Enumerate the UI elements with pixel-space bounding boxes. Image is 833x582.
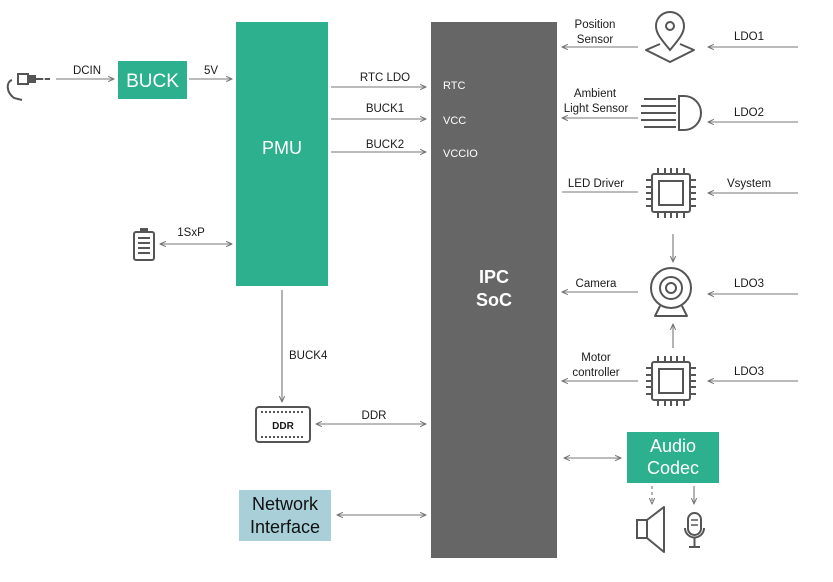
audio-codec-block bbox=[627, 432, 719, 483]
soc-pin-vccio: VCCIO bbox=[443, 148, 478, 160]
soc-pin-rtc: RTC bbox=[443, 80, 465, 92]
ddr-chip-label: DDR bbox=[272, 421, 294, 432]
pmu-block bbox=[236, 22, 328, 286]
buck1-label: BUCK1 bbox=[366, 103, 404, 115]
light-sensor-icon bbox=[641, 95, 702, 131]
ldo3-motor-label: LDO3 bbox=[734, 366, 764, 378]
position-sensor-label-line1: Position bbox=[575, 19, 616, 31]
audio-jack-icon bbox=[6, 73, 50, 101]
audio-codec-label-line1: Audio bbox=[650, 436, 696, 456]
microphone-icon bbox=[684, 512, 705, 548]
rtc-ldo-label: RTC LDO bbox=[360, 72, 410, 84]
ldo3-camera-label: LDO3 bbox=[734, 278, 764, 290]
buck-label: BUCK bbox=[126, 71, 179, 92]
speaker-icon bbox=[636, 506, 665, 553]
network-interface-label-line1: Network bbox=[252, 494, 319, 514]
pmu-label: PMU bbox=[262, 138, 302, 158]
motor-controller-label-line1: Motor bbox=[581, 352, 611, 364]
buck-block bbox=[118, 61, 187, 99]
soc-label-line1: IPC bbox=[479, 267, 509, 287]
buck2-label: BUCK2 bbox=[366, 139, 404, 151]
battery-label: 1SxP bbox=[177, 227, 205, 239]
ldo1-label: LDO1 bbox=[734, 31, 764, 43]
battery-icon bbox=[133, 228, 155, 261]
camera-label: Camera bbox=[576, 278, 618, 290]
audio-codec-label-line2: Codec bbox=[647, 458, 699, 478]
position-sensor-label-line2: Sensor bbox=[577, 34, 614, 46]
network-interface-label-line2: Interface bbox=[250, 517, 320, 537]
ambient-sensor-label-line1: Ambient bbox=[574, 88, 617, 100]
ambient-sensor-label-line2: Light Sensor bbox=[564, 103, 629, 115]
chip-icon bbox=[646, 356, 696, 406]
buck4-label: BUCK4 bbox=[289, 350, 328, 362]
soc-label-line2: SoC bbox=[476, 290, 512, 310]
soc-pin-vcc: VCC bbox=[443, 115, 466, 127]
ldo2-label: LDO2 bbox=[734, 107, 764, 119]
ddr-chip-icon: DDR bbox=[255, 406, 311, 443]
vsystem-label: Vsystem bbox=[727, 178, 771, 190]
soc-block bbox=[431, 22, 557, 558]
chip-icon bbox=[646, 168, 696, 218]
webcam-icon bbox=[650, 267, 692, 317]
5v-label: 5V bbox=[204, 65, 218, 77]
dcin-label: DCIN bbox=[73, 65, 101, 77]
network-interface-block bbox=[239, 490, 331, 541]
location-pin-icon bbox=[645, 11, 695, 63]
led-driver-label: LED Driver bbox=[568, 178, 624, 190]
motor-controller-label-line2: controller bbox=[572, 367, 619, 379]
ddr-label: DDR bbox=[362, 410, 387, 422]
